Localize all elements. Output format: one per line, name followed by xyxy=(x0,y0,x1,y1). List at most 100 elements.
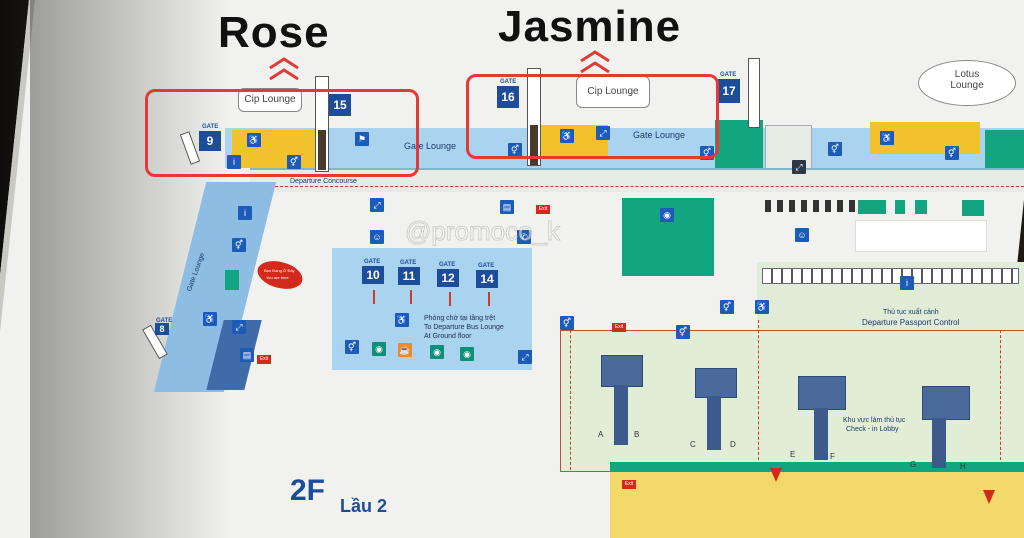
gate-15-number: 15 xyxy=(333,98,347,112)
gate-12-number: 12 xyxy=(441,271,455,285)
down-arrow-2 xyxy=(983,490,995,504)
jasmine-highlight-box xyxy=(466,74,719,159)
cip-lounge-rose-bubble: Cip Lounge xyxy=(238,88,302,112)
light-block-gray xyxy=(855,220,987,252)
gate-11-badge: 11 xyxy=(398,267,420,285)
concourse-band xyxy=(250,168,1024,192)
lotus-lounge-text-1: Lotus xyxy=(954,69,980,80)
row-letter-a: A xyxy=(598,430,604,439)
gate-12-word: GATE xyxy=(439,262,456,268)
jasmine-annotation-label: Jasmine xyxy=(498,2,682,51)
restroom-icon: ⚥ xyxy=(287,155,301,169)
gate-17-badge: 17 xyxy=(718,79,740,103)
top-row-seats xyxy=(765,200,865,212)
restroom-icon: ♿ xyxy=(247,133,261,147)
cafe-icon: ☕ xyxy=(398,343,412,357)
gate-14-word: GATE xyxy=(478,263,495,269)
escalator-icon: ⤢ xyxy=(232,320,246,334)
gate-17-word: GATE xyxy=(720,72,737,78)
bottom-green-strip xyxy=(610,462,1024,472)
rose-lounge-area xyxy=(232,130,320,168)
restroom-icon: ⚥ xyxy=(345,340,359,354)
lotus-lounge-bubble: Lotus Lounge xyxy=(918,60,1016,106)
wheelchair-icon: ♿ xyxy=(755,300,769,314)
phone-icon: ✆ xyxy=(517,230,531,244)
seat-icon: ⚑ xyxy=(355,132,369,146)
rose-annotation-label: Rose xyxy=(218,8,330,57)
bus-lounge-text-en: To Departure Bus Lounge xyxy=(424,324,504,331)
checkin-island-ab xyxy=(601,355,643,387)
passport-booths xyxy=(757,268,1024,292)
escalator-icon: ⤢ xyxy=(518,350,532,364)
bus-lounge-text-vi: Phòng chờ tại tầng trệt xyxy=(424,315,496,322)
bus-lounge-text-floor: At Ground floor xyxy=(424,333,472,340)
info-icon: i xyxy=(238,206,252,220)
row-letter-f: F xyxy=(830,452,835,461)
green-block-1 xyxy=(715,120,763,172)
row-letter-b: B xyxy=(634,430,640,439)
row-letter-g: G xyxy=(910,460,917,469)
gate-11-number: 11 xyxy=(402,269,416,283)
checkin-label-vi: Khu vực làm thủ tục xyxy=(843,417,906,424)
down-arrow-1 xyxy=(770,468,782,482)
passport-label-en: Departure Passport Control xyxy=(862,318,960,327)
row-letter-d: D xyxy=(730,440,736,449)
you-are-here-vi: Bạn Đang Ở Đây xyxy=(264,268,295,273)
person-icon: ☺ xyxy=(370,230,384,244)
shopping-icon: ◉ xyxy=(660,208,674,222)
pole-jasmine-dark xyxy=(530,125,538,165)
gate-lounge-right-label: Gate Lounge xyxy=(633,130,686,140)
gate-10-word: GATE xyxy=(364,259,381,265)
info-icon: i xyxy=(227,155,241,169)
shop-icon: ◉ xyxy=(430,345,444,359)
jasmine-chevron-icon xyxy=(580,50,610,74)
gate-15-badge: 15 xyxy=(329,94,351,116)
gate-8-number: 8 xyxy=(159,324,165,334)
gate-9-badge: 9 xyxy=(199,131,221,151)
checkin-label-en: Check - in Lobby xyxy=(846,426,899,433)
wheelchair-icon: ♿ xyxy=(880,131,894,145)
checkin-row-ef xyxy=(814,408,828,460)
departure-concourse-label: Departure Concourse xyxy=(290,178,357,185)
green-bar-1 xyxy=(858,200,886,214)
gate-17-number: 17 xyxy=(722,84,736,98)
floor-label: 2F xyxy=(290,474,326,507)
escalator-icon: ⤢ xyxy=(596,126,610,140)
gate-10-badge: 10 xyxy=(362,266,384,284)
gate-16-badge: 16 xyxy=(497,86,519,108)
green-block-3 xyxy=(765,125,812,172)
vertical-path-2 xyxy=(758,320,759,460)
restroom-icon: ⚥ xyxy=(232,238,246,252)
row-letter-h: H xyxy=(960,462,966,471)
bus-arrow-1 xyxy=(373,290,375,304)
gate-11-word: GATE xyxy=(400,260,417,266)
cip-lounge-rose-text: Cip Lounge xyxy=(244,94,296,105)
vertical-path-1 xyxy=(570,320,571,470)
green-bar-2 xyxy=(895,200,905,214)
row-letter-e: E xyxy=(790,450,796,459)
restroom-icon: ⚥ xyxy=(720,300,734,314)
exit-sign-2: Exit xyxy=(612,323,626,332)
exit-sign-1: Exit xyxy=(257,355,271,364)
wheelchair-icon: ♿ xyxy=(203,312,217,326)
checkin-row-ab xyxy=(614,385,628,445)
restroom-icon: ⚥ xyxy=(560,316,574,330)
escalator-icon: ⤢ xyxy=(370,198,384,212)
green-bar-3 xyxy=(915,200,927,214)
bus-arrow-3 xyxy=(449,292,451,306)
passport-label-vi: Thủ tục xuất cảnh xyxy=(883,309,939,316)
gate-9-number: 9 xyxy=(206,134,214,148)
floor-label-vi: Lầu 2 xyxy=(340,496,388,516)
elevator-icon: ▤ xyxy=(240,348,254,362)
watermark: @promoco_k xyxy=(404,216,561,247)
rose-highlight-box xyxy=(145,89,419,177)
person-icon: ☺ xyxy=(795,228,809,242)
wheelchair-icon: ♿ xyxy=(395,313,409,327)
green-block-2 xyxy=(985,130,1024,170)
gate-16-number: 16 xyxy=(501,90,515,104)
shop-icon: ◉ xyxy=(460,347,474,361)
bus-arrow-2 xyxy=(410,290,412,304)
left-pier-green xyxy=(225,270,239,290)
